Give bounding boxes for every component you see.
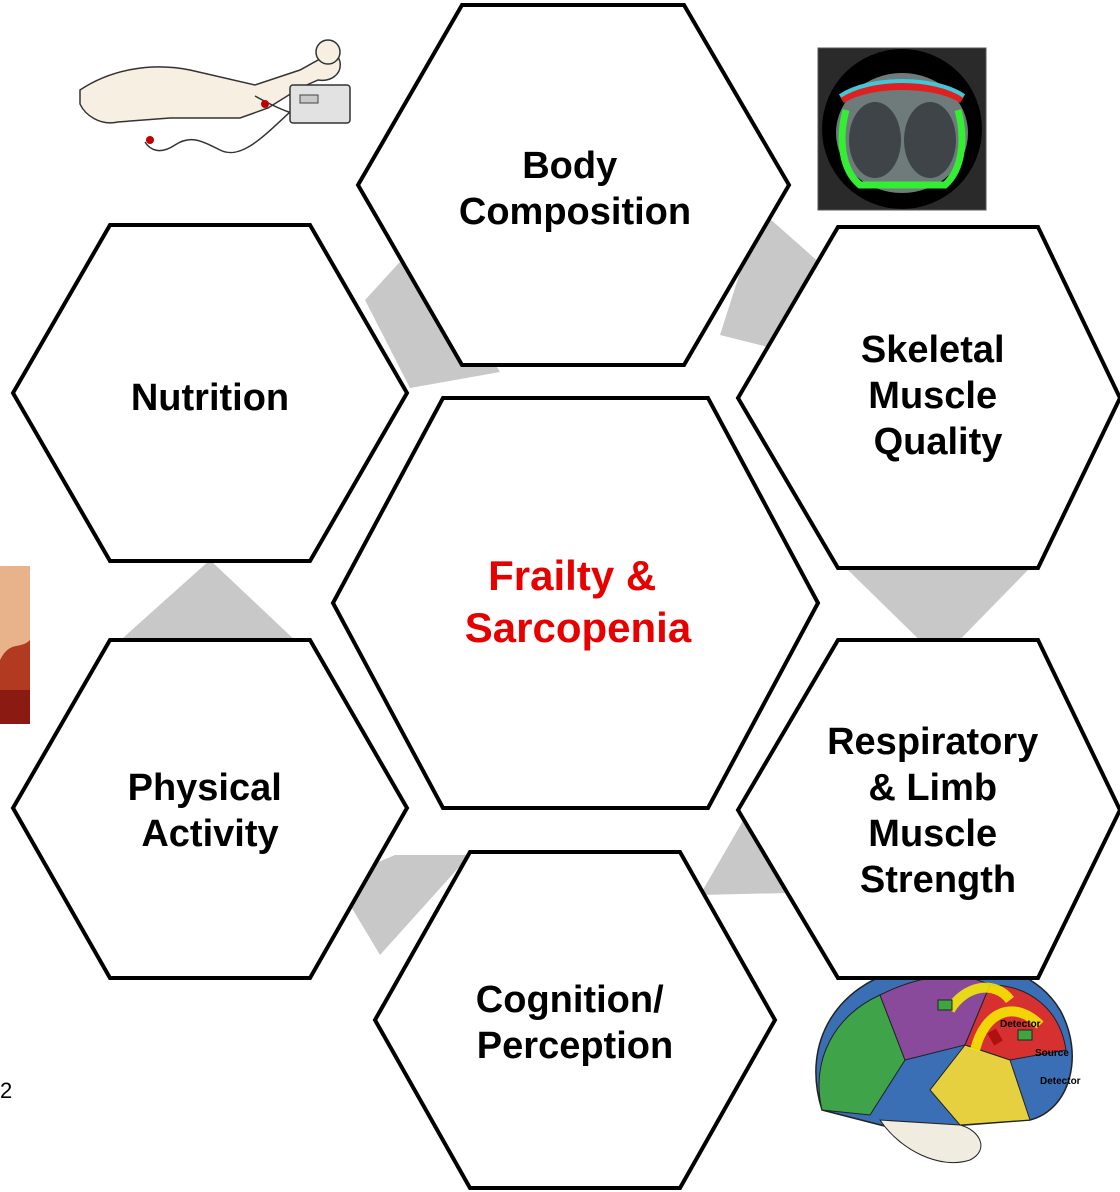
hex-frailty-sarcopenia (333, 398, 818, 808)
brain-label-source: Source (1035, 1048, 1069, 1059)
hex-respiratory-limb-muscle-strength (738, 640, 1120, 978)
label-nutrition: Nutrition (131, 377, 289, 419)
brain-label-detector-bottom: Detector (1040, 1076, 1081, 1087)
photo-crop-left (0, 566, 30, 724)
label-skeletal-muscle-quality: Skeletal Muscle Quality (861, 329, 1015, 463)
page-number: 2 (0, 1078, 12, 1103)
connector-nutrition-physical (115, 560, 300, 645)
hex-physical-activity (13, 640, 407, 978)
bioimpedance-patient-illustration (58, 0, 363, 178)
brain-label-detector-top: Detector (1000, 1019, 1041, 1030)
brain-nirs-image: Detector Source Detector (816, 963, 1081, 1163)
ct-scan-image (818, 48, 986, 210)
